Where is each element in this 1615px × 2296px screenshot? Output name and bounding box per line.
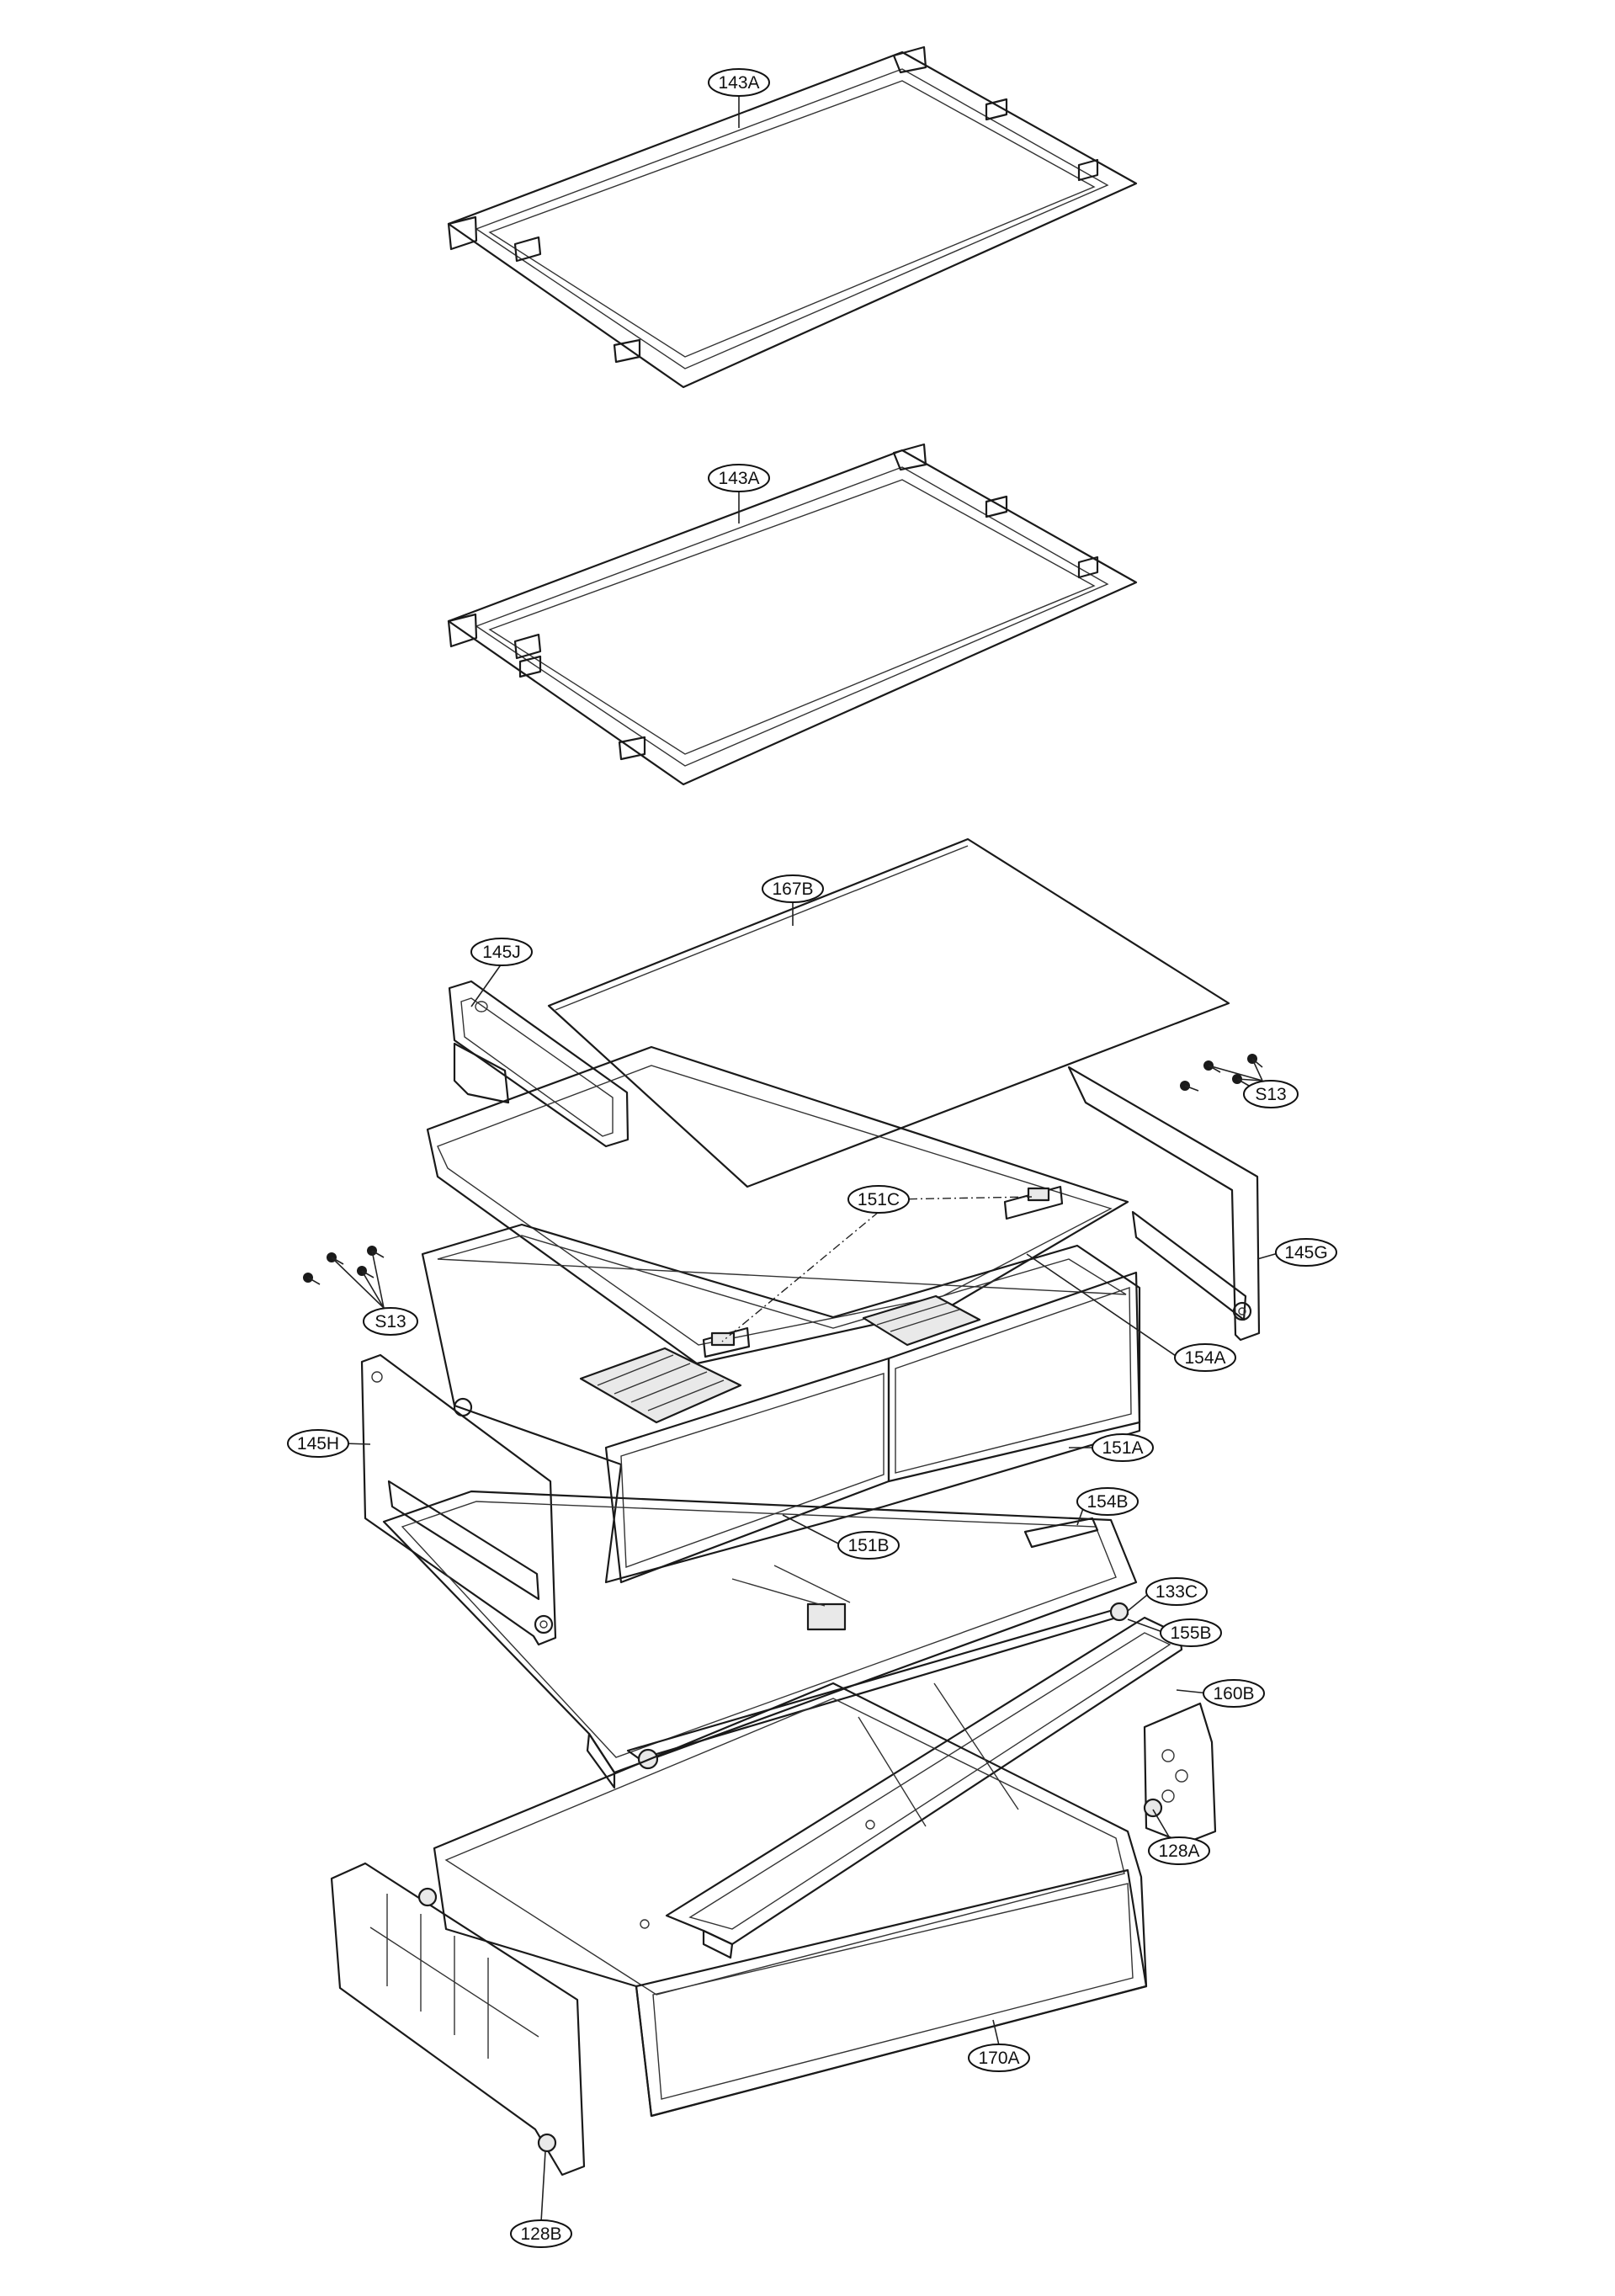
- callout-text: 154A: [1184, 1348, 1225, 1368]
- callout-text: 160B: [1213, 1684, 1254, 1703]
- callout-text: 145J: [482, 943, 521, 962]
- rod-155b: [626, 1602, 1129, 1770]
- glass-shelf-143a-top: [447, 45, 1138, 389]
- cover-160b: [665, 1616, 1183, 1959]
- callout-143a-top: 143A: [708, 68, 770, 97]
- crisper-drawer-151: [421, 1223, 1141, 1584]
- screw-icon: [367, 1246, 385, 1258]
- callout-text: 128B: [520, 2224, 561, 2244]
- bracket-128b: [330, 1862, 586, 2176]
- callout-text: 145G: [1284, 1243, 1327, 1262]
- callout-145g: 145G: [1275, 1238, 1337, 1267]
- callout-167b: 167B: [762, 874, 824, 903]
- callout-128b: 128B: [510, 2219, 572, 2248]
- bracket-128a: [1143, 1702, 1217, 1845]
- callout-text: S13: [375, 1312, 406, 1331]
- tray-154b: [382, 1490, 1138, 1789]
- callout-170a: 170A: [968, 2044, 1030, 2072]
- callout-text: 155B: [1170, 1624, 1211, 1643]
- drawer-170a: [433, 1682, 1148, 2118]
- rail-145g: [1067, 1066, 1261, 1342]
- callout-154b: 154B: [1076, 1487, 1139, 1516]
- callout-145j: 145J: [470, 938, 533, 966]
- callout-143a-middle: 143A: [708, 464, 770, 492]
- callout-text: 145H: [297, 1434, 339, 1454]
- screw-icon: [1180, 1081, 1199, 1092]
- rail-145h: [360, 1353, 557, 1646]
- glass-shelf-143a-middle: [447, 443, 1138, 786]
- callout-text: 128A: [1158, 1842, 1199, 1861]
- callout-155b: 155B: [1160, 1618, 1222, 1647]
- callout-128a: 128A: [1148, 1836, 1210, 1865]
- screw-icon: [303, 1273, 321, 1285]
- callout-labels: 143A 143A 167B 145J S13 151C 145G S13: [287, 68, 1337, 2248]
- screw-icon: [327, 1252, 344, 1265]
- callout-text: 143A: [718, 469, 759, 488]
- callout-text: 151B: [847, 1536, 889, 1555]
- callout-text: 170A: [978, 2049, 1019, 2068]
- callout-151a: 151A: [1092, 1433, 1154, 1462]
- callout-text: 143A: [718, 73, 759, 93]
- callout-133c: 133C: [1145, 1577, 1208, 1606]
- leader-lines: [331, 94, 1282, 2223]
- callout-text: 151C: [858, 1190, 900, 1209]
- callout-151b: 151B: [837, 1531, 900, 1560]
- rail-145j: [448, 980, 630, 1148]
- callout-text: S13: [1255, 1085, 1286, 1104]
- callout-text: 133C: [1155, 1582, 1198, 1602]
- callout-s13-right: S13: [1243, 1080, 1299, 1108]
- callout-text: 167B: [772, 880, 813, 899]
- callout-160b: 160B: [1203, 1679, 1265, 1708]
- callout-151c: 151C: [847, 1185, 910, 1214]
- callout-text: 154B: [1086, 1492, 1128, 1512]
- cover-glass-167b: [547, 837, 1230, 1188]
- callout-154a: 154A: [1174, 1343, 1236, 1372]
- callout-text: 151A: [1102, 1438, 1143, 1458]
- callout-s13-left: S13: [363, 1307, 418, 1336]
- callout-145h: 145H: [287, 1429, 349, 1458]
